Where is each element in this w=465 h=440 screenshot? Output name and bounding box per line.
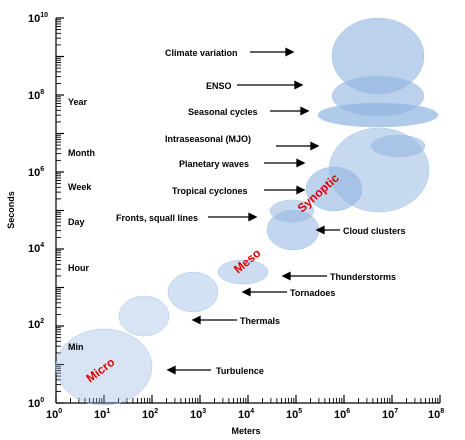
label-enso: ENSO [206,81,232,91]
label-turbulence: Turbulence [216,366,264,376]
arrowhead-left-icon [166,365,176,375]
label-tropical-cyclones: Tropical cyclones [172,186,248,196]
x-tick-label: 103 [190,408,206,421]
arrowhead-right-icon [300,106,310,116]
x-tick-label: 101 [94,408,110,421]
y-tick-label: 104 [28,242,44,255]
x-tick-label: 102 [142,408,158,421]
y-tick-label: 102 [28,318,44,331]
y-tick-labels: 100 102 104 106 108 1010 [28,12,48,410]
y-tick-label: 106 [28,166,44,179]
x-tick-label: 107 [382,408,398,421]
arrowhead-left-icon [191,315,201,325]
label-fronts-squall-lines: Fronts, squall lines [116,213,198,223]
arrowhead-right-icon [285,47,295,57]
arrowhead-right-icon [296,158,306,168]
x-tick-label: 106 [334,408,350,421]
time-label-year: Year [68,97,88,107]
annotation-labels: Climate variation ENSO Seasonal cycles I… [116,48,406,376]
blob-thunderstorms [217,259,269,285]
x-tick-label: 104 [238,408,254,421]
label-thermals: Thermals [240,316,280,326]
time-label-hour: Hour [68,263,89,273]
blob-tornadoes [167,271,219,313]
minor-ticks [55,17,441,404]
annotation-arrows [166,47,340,375]
label-cloud-clusters: Cloud clusters [343,226,406,236]
label-intraseasonal-mjo: Intraseasonal (MJO) [165,134,251,144]
arrowhead-left-icon [241,287,251,297]
label-seasonal-cycles: Seasonal cycles [188,107,258,117]
x-tick-label: 100 [46,408,62,421]
arrowhead-right-icon [248,212,258,222]
blob-thermals [118,295,170,337]
phenomena-blobs [55,17,439,406]
x-tick-labels: 100 101 102 103 104 105 106 107 108 [46,408,444,421]
x-tick-label: 108 [428,408,444,421]
label-climate-variation: Climate variation [165,48,238,58]
time-label-day: Day [68,217,85,227]
blob-turbulence [55,328,153,406]
arrowhead-right-icon [294,80,304,90]
x-tick-label: 105 [286,408,302,421]
arrowhead-left-icon [281,271,291,281]
y-axis-title: Seconds [6,191,16,229]
time-label-min: Min [68,342,84,352]
x-axis-title: Meters [231,426,260,436]
label-planetary-waves: Planetary waves [179,159,249,169]
arrowhead-right-icon [310,141,320,151]
blob-mjo [370,134,426,158]
blob-seasonal [317,102,439,128]
y-tick-label: 108 [28,89,44,102]
y-tick-label: 1010 [28,12,48,25]
label-thunderstorms: Thunderstorms [330,272,396,282]
label-tornadoes: Tornadoes [290,288,335,298]
y-tick-label: 100 [28,397,44,410]
time-labels: Year Month Week Day Hour Min [68,97,95,352]
time-label-month: Month [68,148,95,158]
arrowhead-left-icon [315,225,325,235]
blob-cloud-clusters [266,209,320,251]
arrowhead-right-icon [296,185,306,195]
time-label-week: Week [68,182,92,192]
